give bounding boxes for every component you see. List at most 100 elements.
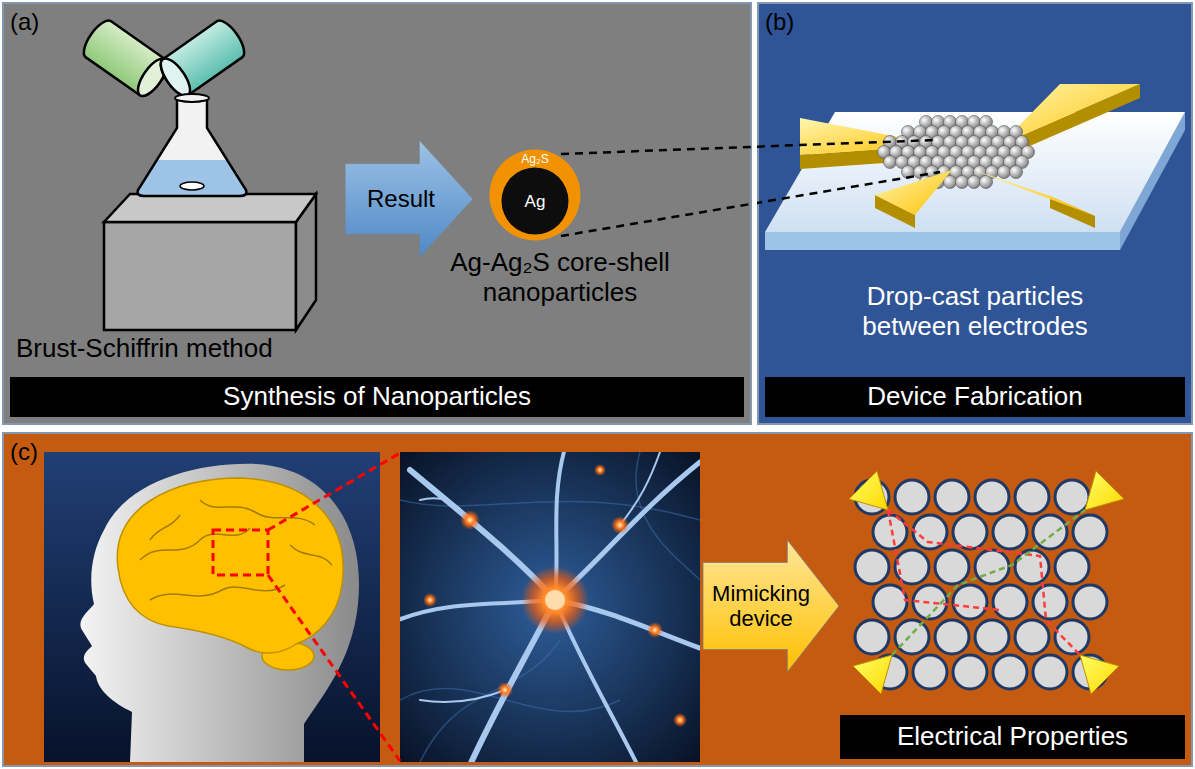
leader-line bbox=[561, 140, 752, 154]
brain-picture bbox=[117, 478, 343, 653]
network-particle bbox=[895, 620, 929, 654]
brain-picture bbox=[44, 452, 380, 762]
arrow-shape bbox=[703, 540, 839, 672]
zoom-marker bbox=[268, 575, 400, 761]
conduction-path bbox=[888, 510, 1000, 610]
nanoparticle bbox=[1010, 166, 1023, 179]
leader-line bbox=[757, 140, 935, 154]
flask bbox=[138, 94, 247, 196]
pouring-beaker bbox=[79, 16, 173, 100]
network-particle bbox=[953, 655, 987, 689]
network-particle bbox=[993, 655, 1027, 689]
network-particle bbox=[913, 655, 947, 689]
brain-picture bbox=[44, 452, 380, 762]
network-particle bbox=[895, 480, 929, 514]
neuron-picture bbox=[594, 464, 606, 476]
shell-circle: Ag₂S Ag bbox=[489, 149, 581, 241]
brain-picture bbox=[150, 585, 285, 600]
core-circle: Ag bbox=[501, 167, 569, 235]
electrode bbox=[800, 84, 1140, 169]
title-bar: Synthesis of Nanoparticles bbox=[10, 377, 744, 417]
panel-letter: (c) bbox=[10, 438, 38, 466]
network-particle bbox=[1055, 480, 1089, 514]
brain-picture bbox=[80, 464, 359, 762]
leader-line bbox=[561, 172, 752, 236]
conduction-path bbox=[892, 510, 1085, 655]
panel-letter: (a) bbox=[10, 8, 39, 36]
pouring-beaker bbox=[155, 16, 249, 100]
neuron-picture bbox=[521, 566, 589, 634]
title-bar: Device Fabrication bbox=[765, 377, 1185, 417]
network-particle bbox=[1033, 515, 1067, 549]
network-particle bbox=[1073, 515, 1107, 549]
nanoparticle bbox=[998, 166, 1011, 179]
bar-title: Device Fabrication bbox=[867, 382, 1082, 412]
network-particle bbox=[1055, 620, 1089, 654]
leader-line bbox=[561, 140, 752, 236]
neuron-picture bbox=[420, 640, 560, 762]
device-illustration bbox=[757, 2, 1193, 425]
panel-box: (c) Mimicking deviceElectrical Properties bbox=[2, 432, 1193, 767]
shell-label: Ag₂S bbox=[521, 153, 548, 165]
nanoparticle bbox=[884, 156, 897, 169]
hot-plate bbox=[104, 194, 316, 330]
particle-network bbox=[855, 480, 1107, 689]
electrode bbox=[1000, 84, 1140, 159]
neuron-picture bbox=[545, 590, 565, 610]
flask bbox=[138, 98, 247, 196]
title-bar: Electrical Properties bbox=[840, 715, 1185, 759]
probe-electrode bbox=[853, 655, 892, 694]
zoom-marker bbox=[213, 453, 400, 761]
probe-electrode bbox=[849, 471, 1124, 694]
neuron-picture bbox=[673, 713, 687, 727]
mimic-arrow: Mimicking device bbox=[703, 540, 839, 672]
conduction-path bbox=[888, 510, 1085, 655]
hot-plate bbox=[104, 194, 316, 222]
network-particle bbox=[1055, 550, 1089, 584]
network-particle bbox=[1015, 550, 1049, 584]
network-particle bbox=[993, 585, 1027, 619]
pouring-beaker bbox=[155, 16, 249, 100]
panel-letter: (b) bbox=[765, 8, 794, 36]
brain-picture bbox=[140, 500, 332, 600]
flask bbox=[180, 182, 204, 190]
flask bbox=[138, 98, 247, 196]
network-particle bbox=[935, 480, 969, 514]
brain-picture bbox=[200, 500, 315, 525]
particle-caption: Ag-Ag₂S core-shell nanoparticles bbox=[425, 248, 695, 308]
panel-box: (a)Synthesis of NanoparticlesResultAg₂SA… bbox=[2, 2, 752, 425]
nanoparticle-cluster bbox=[878, 116, 1035, 189]
network-particle bbox=[895, 550, 929, 584]
neuron-picture bbox=[647, 622, 663, 638]
network-particle bbox=[1015, 480, 1049, 514]
arrow-label: Mimicking device bbox=[707, 581, 815, 632]
network-particle bbox=[953, 585, 987, 619]
network-particle bbox=[1033, 585, 1067, 619]
network-particle bbox=[975, 480, 1009, 514]
brain-picture bbox=[150, 515, 180, 540]
network-particle bbox=[975, 620, 1009, 654]
substrate bbox=[765, 112, 1185, 250]
network-particle bbox=[1073, 585, 1107, 619]
method-caption: Brust-Schiffrin method bbox=[16, 334, 336, 364]
nanoparticle bbox=[980, 176, 993, 189]
network-particle bbox=[1033, 655, 1067, 689]
neuron-picture bbox=[497, 682, 513, 698]
hot-plate bbox=[104, 222, 296, 330]
bar-title: Electrical Properties bbox=[897, 722, 1128, 752]
neuron-picture bbox=[400, 452, 700, 762]
brain-picture bbox=[290, 545, 332, 565]
nanoparticle bbox=[968, 176, 981, 189]
zoom-marker bbox=[213, 530, 268, 575]
network-particle bbox=[1015, 620, 1049, 654]
conduction-path bbox=[888, 510, 1080, 655]
arrow-shape bbox=[345, 140, 473, 258]
bar-title: Synthesis of Nanoparticles bbox=[223, 382, 531, 412]
probe-electrode bbox=[1080, 655, 1119, 694]
probe-electrode bbox=[1085, 471, 1124, 510]
nanoparticle bbox=[956, 176, 969, 189]
neuron-picture bbox=[423, 464, 687, 727]
neuron-picture bbox=[423, 593, 437, 607]
flask bbox=[175, 94, 209, 102]
